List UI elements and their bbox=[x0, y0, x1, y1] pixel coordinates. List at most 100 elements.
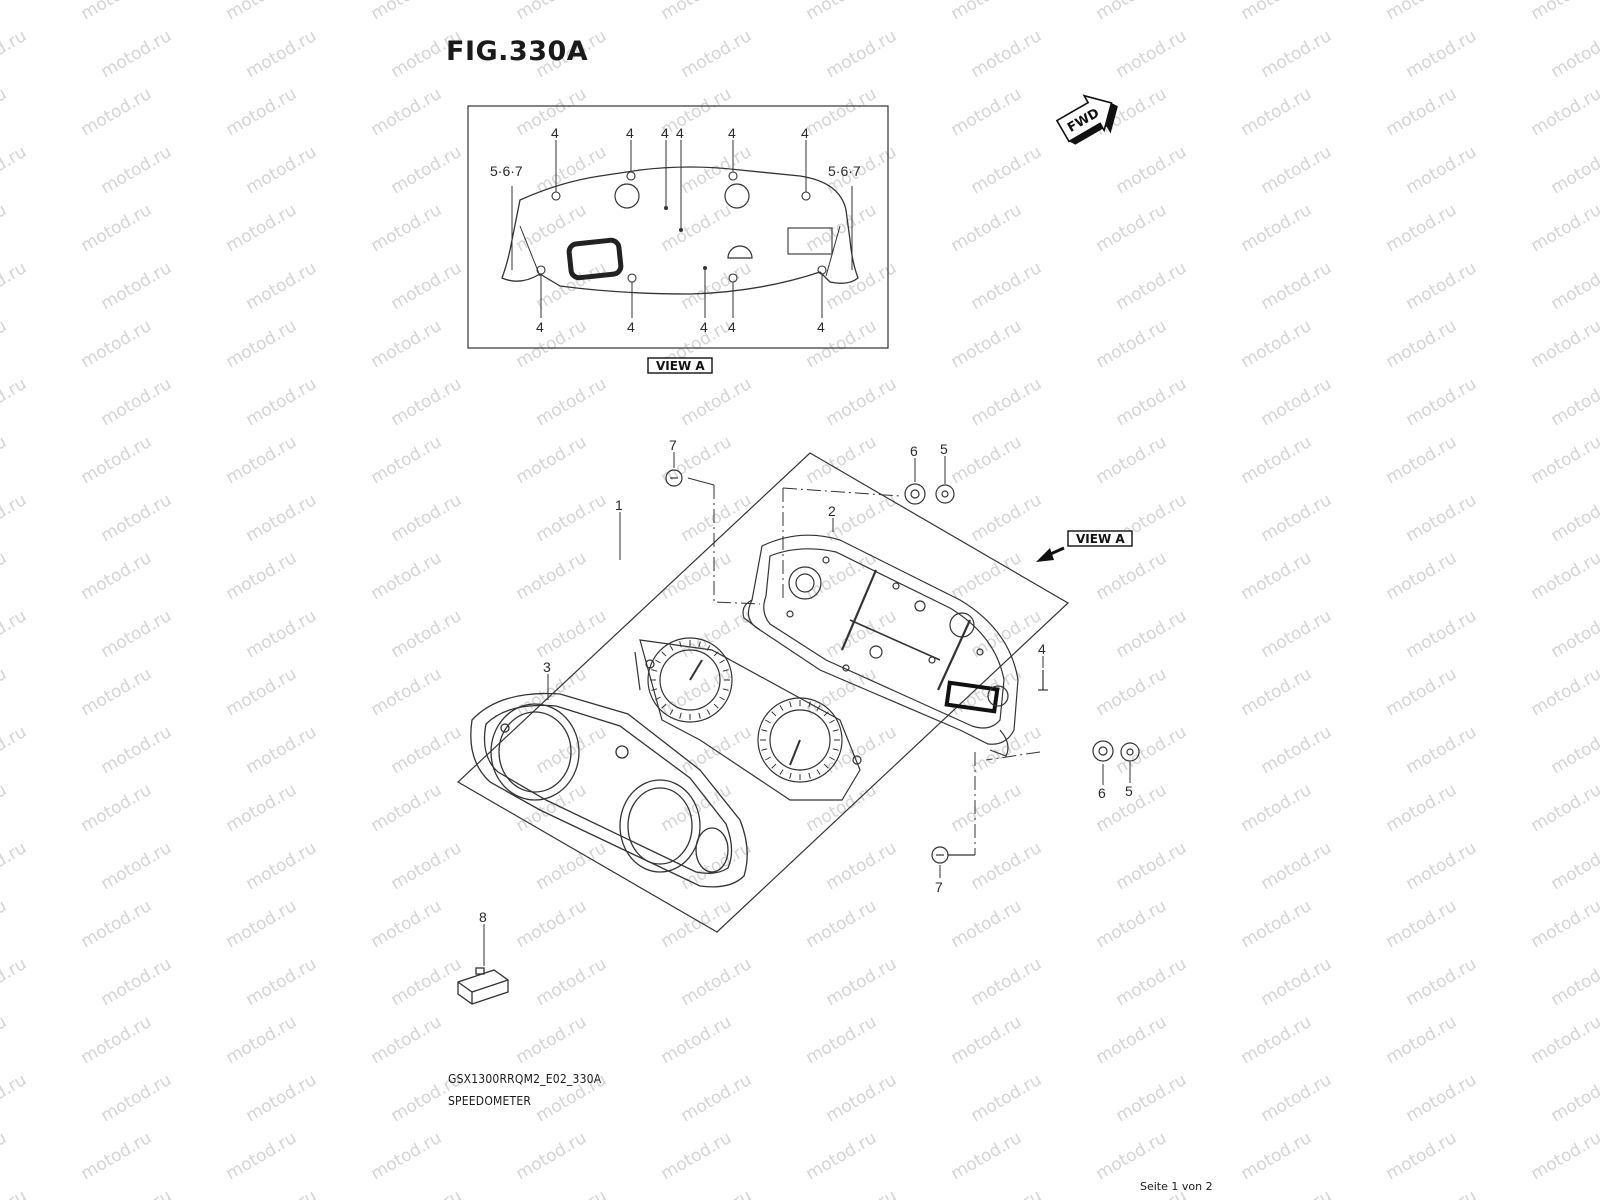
inset-callout-4: 4 bbox=[700, 319, 708, 335]
view-direction-arrow-icon bbox=[1036, 546, 1065, 562]
inset-callout-4: 4 bbox=[551, 125, 559, 141]
gauge-tick bbox=[832, 729, 839, 732]
gauge-tick bbox=[771, 711, 777, 717]
assembly-guide-lines bbox=[713, 485, 1041, 855]
gauge-tick bbox=[661, 703, 667, 709]
fwd-arrow-icon: FWD bbox=[1055, 94, 1118, 145]
gauge-tick bbox=[706, 709, 711, 715]
gauge-tick bbox=[765, 719, 771, 724]
view-a-label: VIEW A bbox=[1076, 532, 1125, 546]
gauge-tick bbox=[829, 719, 835, 724]
gauge-tick bbox=[722, 669, 729, 672]
gauge-tick bbox=[713, 651, 719, 657]
washer-6-top bbox=[904, 483, 926, 505]
callout-part-1: 1 bbox=[615, 497, 623, 513]
connector-8 bbox=[457, 967, 509, 1005]
inset-screw-callouts: 4 4 4 4 4 4 4 4 4 4 4 bbox=[536, 125, 825, 335]
callout-part-5-top: 5 bbox=[940, 441, 948, 457]
gauge-tick-marks bbox=[650, 640, 840, 780]
part-callouts: 1 2 3 4 5 6 7 5 6 7 8 bbox=[479, 437, 1133, 925]
gauge-tick bbox=[789, 772, 792, 779]
inset-dots bbox=[664, 206, 707, 270]
screw-7-top-leader bbox=[687, 477, 715, 486]
gauge-tick bbox=[679, 641, 682, 648]
gauge-tick bbox=[779, 705, 784, 711]
gauge-tick bbox=[808, 701, 811, 708]
inset-callout-4: 4 bbox=[728, 319, 736, 335]
gauge-tick bbox=[816, 769, 821, 775]
callout-part-3: 3 bbox=[543, 659, 551, 675]
inset-callout-4: 4 bbox=[536, 319, 544, 335]
inset-callout-4: 4 bbox=[627, 319, 635, 335]
gauge-tick bbox=[765, 756, 771, 761]
inset-callout-4: 4 bbox=[801, 125, 809, 141]
view-a-tag-inset: VIEW A bbox=[647, 357, 713, 374]
gauge-tick bbox=[669, 709, 674, 715]
screw-7-top bbox=[665, 469, 683, 487]
gauge-tick bbox=[829, 756, 835, 761]
inset-lcd-window bbox=[566, 237, 624, 281]
gauge-tick bbox=[789, 701, 792, 708]
gauge-tick bbox=[706, 645, 711, 651]
assembly-boundary-box bbox=[456, 452, 1069, 933]
view-a-label: VIEW A bbox=[656, 359, 705, 373]
nut-5-top bbox=[935, 484, 955, 504]
view-a-tag-main: VIEW A bbox=[1067, 530, 1133, 547]
rear-case bbox=[742, 534, 1019, 757]
inset-housing-inner-left bbox=[519, 225, 541, 277]
gauge-tick bbox=[816, 705, 821, 711]
page-indicator: Seite 1 von 2 bbox=[1140, 1180, 1213, 1193]
meter-unit bbox=[634, 637, 862, 801]
screw-7-bottom bbox=[931, 846, 975, 864]
gauge-tick bbox=[655, 696, 661, 701]
inset-frame bbox=[467, 105, 889, 349]
inset-callout-4: 4 bbox=[626, 125, 634, 141]
gauge-tick bbox=[761, 729, 768, 732]
gauge-tick bbox=[779, 769, 784, 775]
gauge-tick bbox=[713, 703, 719, 709]
gauge-tick bbox=[823, 711, 829, 717]
gauge-tick bbox=[719, 696, 725, 701]
gauge-tick bbox=[669, 645, 674, 651]
inset-callout-4: 4 bbox=[661, 125, 669, 141]
inset-gauge-hole-left bbox=[614, 183, 640, 209]
gauge-tick bbox=[808, 772, 811, 779]
callout-part-7-top: 7 bbox=[669, 437, 677, 453]
inset-callout-4: 4 bbox=[676, 125, 684, 141]
model-code: GSX1300RRQM2_E02_330A bbox=[448, 1072, 602, 1086]
gauge-tick bbox=[679, 712, 682, 719]
inset-label-plate bbox=[787, 227, 833, 255]
callout-part-6-bottom: 6 bbox=[1098, 785, 1106, 801]
gauge-tick bbox=[722, 688, 729, 691]
gauge-tick bbox=[761, 748, 768, 751]
section-name: SPEEDOMETER bbox=[448, 1094, 532, 1108]
gauge-tick bbox=[698, 712, 701, 719]
gauge-tick bbox=[832, 748, 839, 751]
gauge-tick bbox=[698, 641, 701, 648]
nut-5-bottom bbox=[1120, 742, 1140, 762]
inset-gauge-hole-right bbox=[724, 183, 750, 209]
gauge-tick bbox=[719, 659, 725, 664]
callout-part-8: 8 bbox=[479, 909, 487, 925]
callout-part-6-top: 6 bbox=[910, 443, 918, 459]
gauge-tick bbox=[651, 688, 658, 691]
gauge-tick bbox=[655, 659, 661, 664]
figure-title: FIG.330A bbox=[446, 36, 589, 67]
washer-6-bottom bbox=[1092, 740, 1114, 762]
inset-housing-inner-right bbox=[825, 225, 841, 277]
screw-4 bbox=[1038, 670, 1048, 691]
inset-callout-567-right: 5·6·7 bbox=[828, 163, 861, 179]
inset-callout-4: 4 bbox=[728, 125, 736, 141]
callout-part-7-bottom: 7 bbox=[935, 879, 943, 895]
view-a-inset: 4 4 4 4 4 4 4 4 4 4 4 5·6·7 5·6·7 VIEW A bbox=[467, 105, 889, 374]
inset-callout-4: 4 bbox=[817, 319, 825, 335]
callout-part-4: 4 bbox=[1038, 641, 1046, 657]
front-cover bbox=[470, 692, 748, 888]
inset-housing-outline bbox=[501, 166, 859, 295]
inset-callout-567-left: 5·6·7 bbox=[490, 163, 523, 179]
gauge-tick bbox=[651, 669, 658, 672]
callout-leader-lines bbox=[483, 452, 1131, 966]
callout-part-5-bottom: 5 bbox=[1125, 783, 1133, 799]
gauge-tick bbox=[771, 763, 777, 769]
